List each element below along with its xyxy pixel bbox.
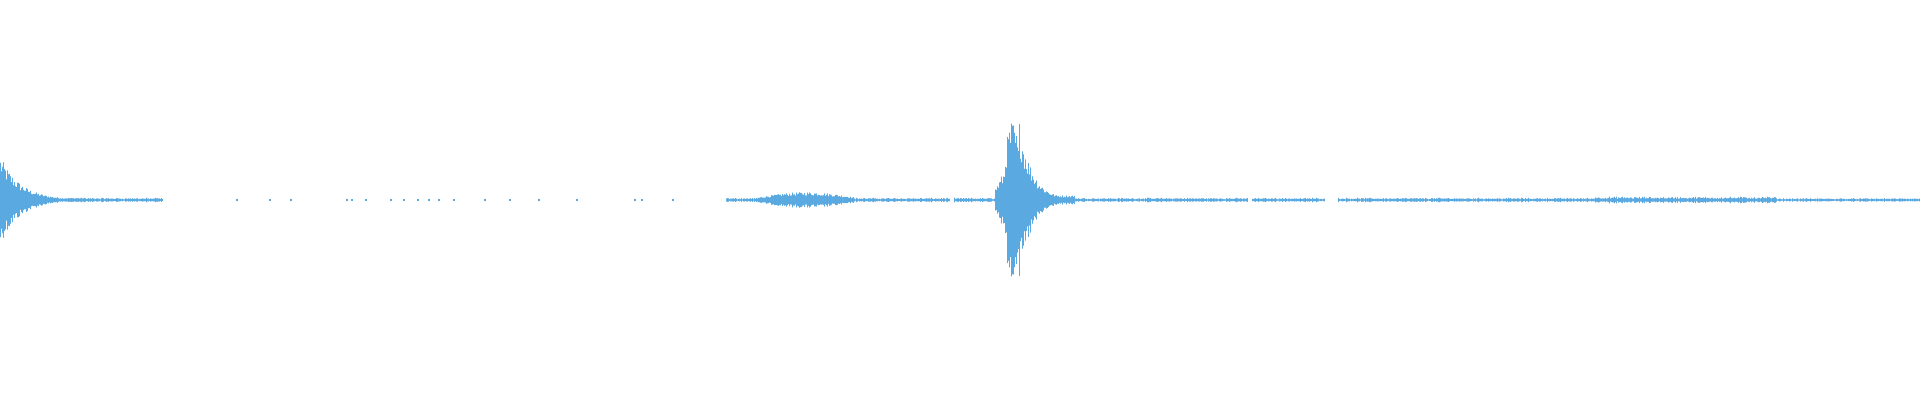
waveform-bars <box>0 123 1920 277</box>
waveform-blip <box>134 199 136 201</box>
waveform-blip <box>428 199 430 201</box>
waveform-blip <box>290 199 292 201</box>
waveform-blip <box>509 199 511 201</box>
waveform-blip <box>417 199 419 201</box>
waveform-blip <box>1670 199 1672 201</box>
waveform-blip <box>403 199 405 201</box>
waveform-path <box>0 123 1920 277</box>
waveform-blip <box>1747 199 1749 201</box>
waveform-blip <box>672 199 674 201</box>
waveform-blip <box>1450 199 1452 201</box>
waveform-blip <box>144 199 146 201</box>
waveform-blip <box>538 199 540 201</box>
waveform-blip <box>438 199 440 201</box>
waveform-blip <box>641 199 643 201</box>
waveform-blip <box>269 199 271 201</box>
waveform-blip <box>365 199 367 201</box>
waveform-blip <box>236 199 238 201</box>
waveform-blip <box>390 199 392 201</box>
waveform-blip <box>484 199 486 201</box>
waveform-blip <box>897 199 899 201</box>
waveform-blip <box>1656 199 1658 201</box>
waveform-blip <box>346 199 348 201</box>
waveform-blip <box>576 199 578 201</box>
waveform-blip <box>351 199 353 201</box>
waveform-blip <box>453 199 455 201</box>
waveform-blip <box>634 199 636 201</box>
